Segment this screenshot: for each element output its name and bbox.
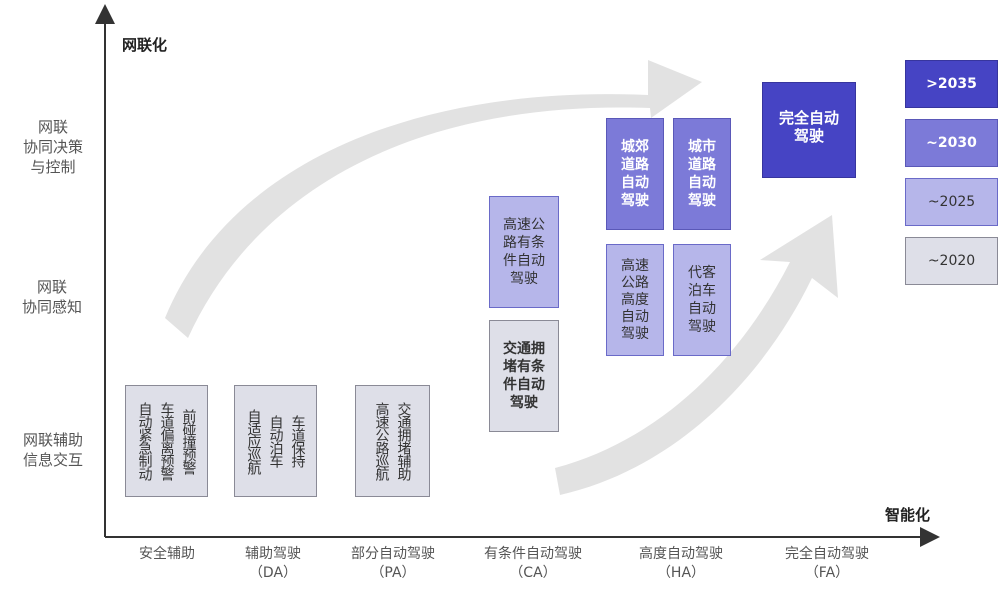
x-level-name: 完全自动驾驶	[785, 546, 869, 562]
x-level-abbr: （FA）	[804, 565, 850, 581]
trend-arrow-upper	[165, 60, 702, 338]
x-level-pa: 部分自动驾驶 （PA）	[328, 545, 458, 583]
x-level-ca: 有条件自动驾驶 （CA）	[468, 545, 598, 583]
box-ca-traffic-jam: 交通拥堵有条件自动驾驶	[489, 320, 559, 432]
legend-2020: ~2020	[905, 237, 998, 285]
legend-2035-label: >2035	[926, 76, 977, 92]
box-ha-valet: 代客泊车自动驾驶	[673, 244, 731, 356]
ha-city-label: 城市道路自动驾驶	[687, 139, 716, 209]
box-ha-highway: 高速公路高度自动驾驶	[606, 244, 664, 356]
box-fa-full: 完全自动驾驶	[762, 82, 856, 178]
function-aeb: 自动紧急制动	[136, 402, 153, 480]
trend-arrow-lower	[555, 215, 838, 495]
x-level-abbr: （CA）	[509, 565, 557, 581]
x-level-name: 辅助驾驶	[245, 546, 301, 562]
ca-highway-label: 高速公路有条件自动驾驶	[502, 217, 545, 287]
box-pa-functions: 高速公路巡航 交通拥堵辅助	[355, 385, 430, 497]
x-level-da: 辅助驾驶 （DA）	[208, 545, 338, 583]
legend-2025: ~2025	[905, 178, 998, 226]
function-lane-keeping: 车道保持	[289, 415, 306, 467]
box-safety-functions: 自动紧急制动 车道偏离预警 前碰撞预警	[125, 385, 208, 497]
box-da-functions: 自适应巡航 自动泊车 车道保持	[234, 385, 317, 497]
legend-2025-label: ~2025	[927, 194, 976, 210]
function-ldw: 车道偏离预警	[158, 402, 175, 480]
legend-2030-label: ~2030	[926, 135, 977, 151]
ha-valet-label: 代客泊车自动驾驶	[687, 265, 716, 335]
function-traffic-jam-assist: 交通拥堵辅助	[395, 402, 412, 480]
legend-2020-label: ~2020	[927, 253, 976, 269]
box-ca-highway: 高速公路有条件自动驾驶	[489, 196, 559, 308]
ha-highway-label: 高速公路高度自动驾驶	[620, 257, 649, 342]
y-level-perception: 网联协同感知	[21, 278, 82, 316]
function-auto-parking: 自动泊车	[267, 415, 284, 467]
ca-jam-label: 交通拥堵有条件自动驾驶	[502, 341, 545, 411]
function-fcw: 前碰撞预警	[180, 408, 197, 474]
x-level-abbr: （PA）	[370, 565, 416, 581]
box-ha-suburban: 城郊道路自动驾驶	[606, 118, 664, 230]
ha-suburban-label: 城郊道路自动驾驶	[620, 139, 649, 209]
x-level-name: 有条件自动驾驶	[484, 546, 582, 562]
x-level-name: 安全辅助	[139, 546, 195, 562]
function-acc: 自适应巡航	[245, 408, 262, 474]
box-ha-city: 城市道路自动驾驶	[673, 118, 731, 230]
legend-2035: >2035	[905, 60, 998, 108]
x-axis-title: 智能化	[885, 506, 931, 524]
y-level-decision-control: 网联协同决策与控制	[22, 118, 83, 176]
x-level-safety: 安全辅助	[102, 545, 232, 564]
x-level-ha: 高度自动驾驶 （HA）	[616, 545, 746, 583]
x-level-name: 部分自动驾驶	[351, 546, 435, 562]
legend-2030: ~2030	[905, 119, 998, 167]
x-level-abbr: （DA）	[248, 565, 298, 581]
x-level-abbr: （HA）	[656, 565, 706, 581]
y-level-info-exchange: 网联辅助信息交互	[22, 431, 83, 469]
x-level-name: 高度自动驾驶	[639, 546, 723, 562]
function-highway-cruise: 高速公路巡航	[373, 402, 390, 480]
y-axis-title: 网联化	[122, 36, 168, 54]
x-level-fa: 完全自动驾驶 （FA）	[762, 545, 892, 583]
fa-full-label: 完全自动驾驶	[778, 109, 839, 145]
